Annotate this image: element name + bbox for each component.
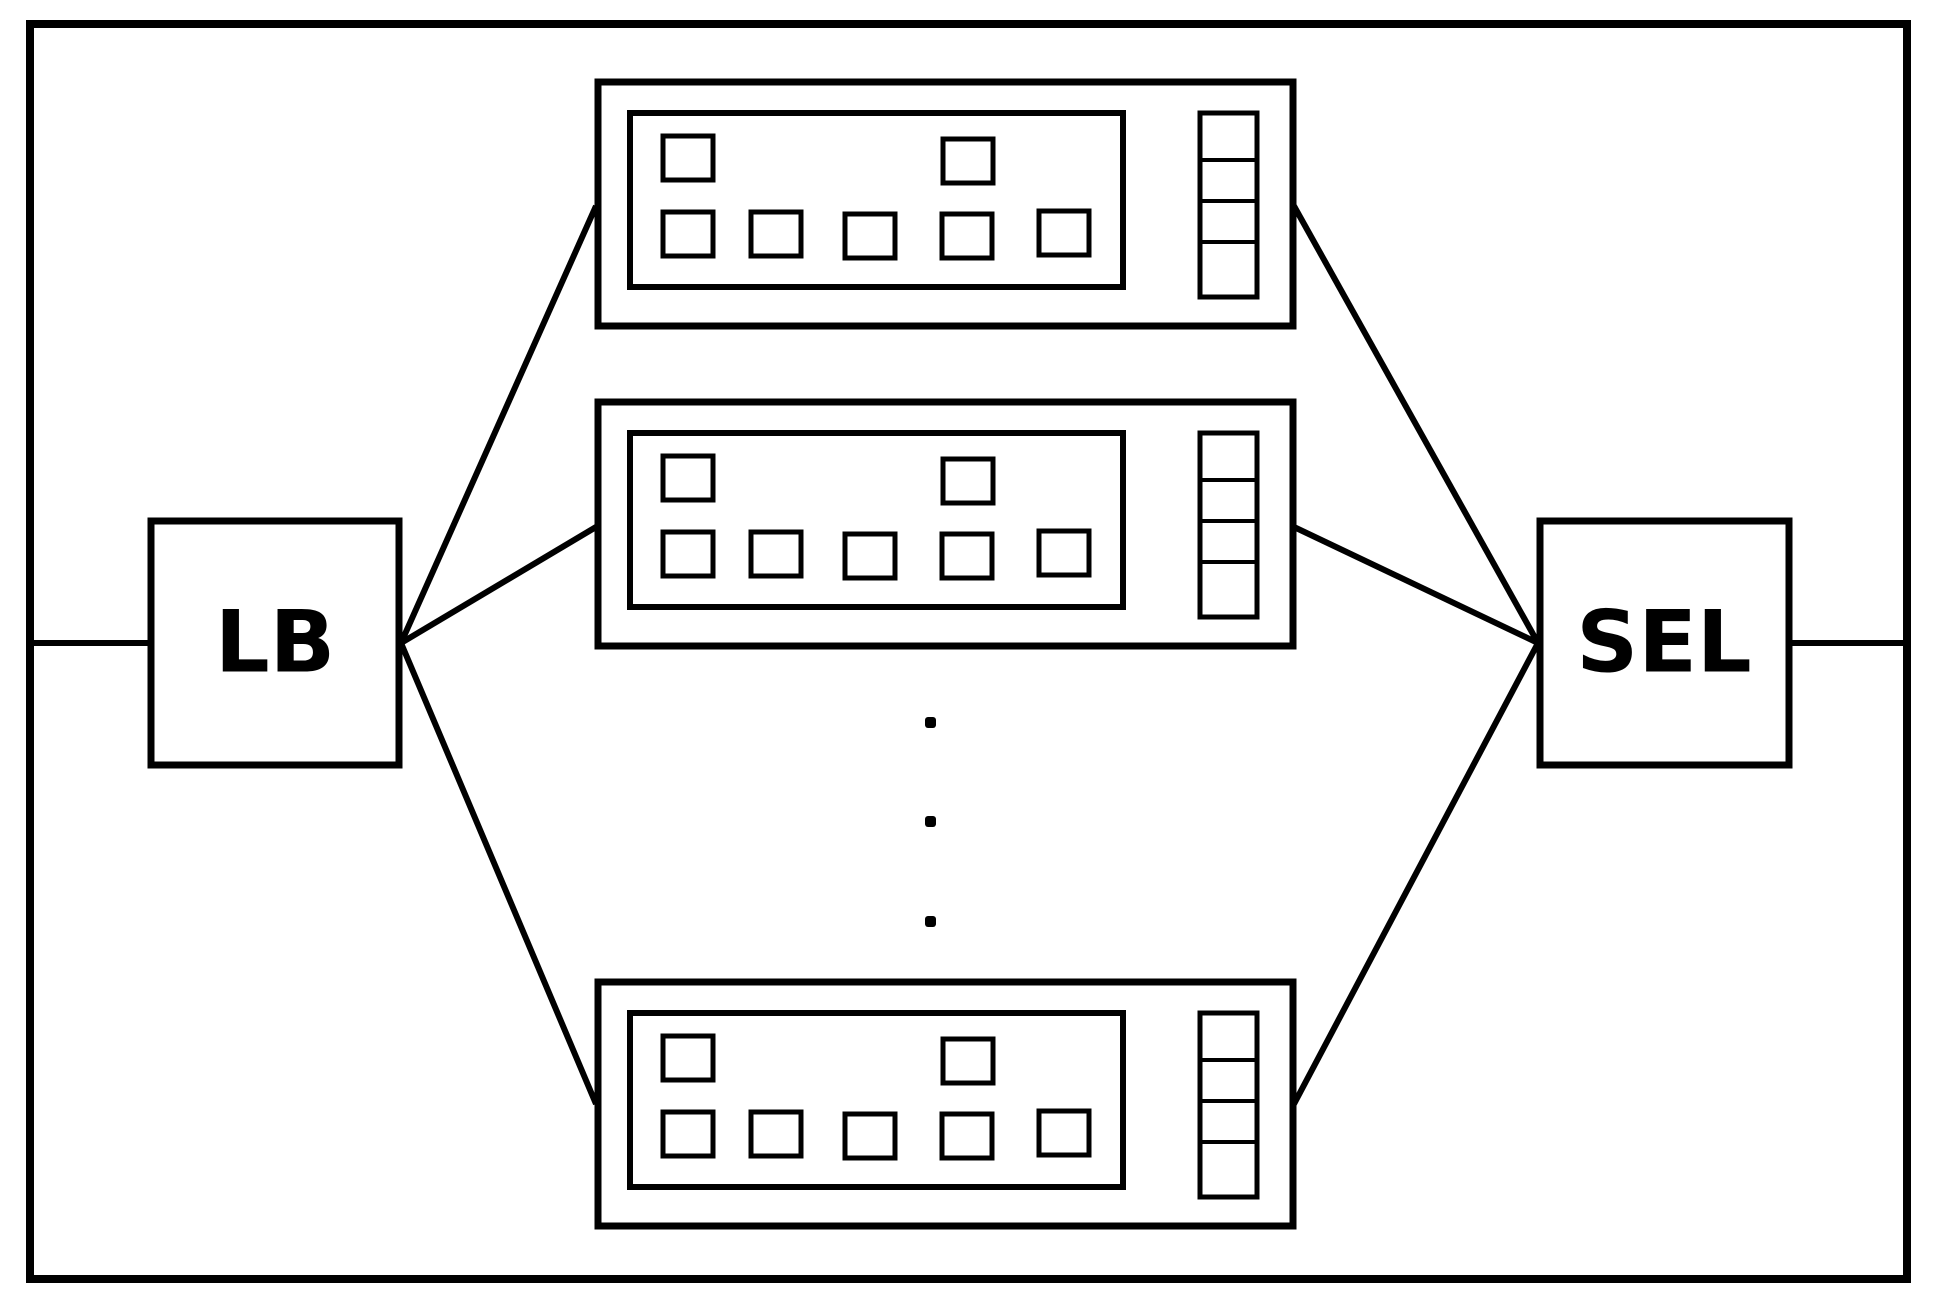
- pipeline-cell: [660, 1109, 716, 1159]
- pipeline-cell: [660, 529, 716, 579]
- pipeline-register: [1197, 110, 1260, 300]
- pipeline-cell: [940, 136, 996, 186]
- connector-lb-bottom: [398, 641, 599, 1106]
- pipeline-cell: [748, 209, 804, 259]
- outer-frame: [26, 20, 1911, 1283]
- pipeline-cell: [940, 456, 996, 506]
- pipeline-inner-box: [627, 1010, 1126, 1190]
- pipeline-cell: [748, 1109, 804, 1159]
- pipeline-cell: [660, 453, 716, 503]
- lb-label: LB: [215, 592, 335, 692]
- pipeline-register: [1197, 1010, 1260, 1200]
- sel-block: SEL: [1536, 517, 1793, 769]
- pipeline-cell: [939, 531, 995, 581]
- pipeline-cell: [660, 133, 716, 183]
- pipeline-inner-box: [627, 430, 1126, 610]
- pipeline-cell: [1036, 1108, 1092, 1158]
- connector-sel-middle: [1292, 524, 1540, 646]
- pipeline-inner-box: [627, 110, 1126, 290]
- pipeline-box: [594, 398, 1297, 650]
- pipeline-bottom: [594, 978, 1297, 1230]
- lb-block: LB: [147, 517, 403, 769]
- pipeline-cell: [660, 209, 716, 259]
- pipelines-group: [594, 78, 1297, 1230]
- pipeline-cell: [842, 531, 898, 581]
- connector-sel-top: [1291, 204, 1541, 645]
- connector-sel-bottom: [1291, 641, 1541, 1106]
- pipeline-top: [594, 78, 1297, 330]
- pipeline-middle: [594, 398, 1297, 650]
- sel-label: SEL: [1576, 592, 1752, 692]
- pipeline-cell: [748, 529, 804, 579]
- pipeline-cell: [939, 1111, 995, 1161]
- pipeline-cell: [1036, 528, 1092, 578]
- connector-lb-top: [398, 204, 599, 645]
- pipeline-register: [1197, 430, 1260, 620]
- pipeline-cell: [660, 1033, 716, 1083]
- vertical-ellipsis: [925, 717, 936, 927]
- pipeline-cell: [940, 1036, 996, 1086]
- pipeline-cell: [1036, 208, 1092, 258]
- ellipsis-dot: [925, 717, 936, 728]
- ellipsis-dot: [925, 816, 936, 827]
- pipeline-box: [594, 978, 1297, 1230]
- pipeline-box: [594, 78, 1297, 330]
- pipeline-cell: [842, 1111, 898, 1161]
- ellipsis-dot: [925, 916, 936, 927]
- pipeline-cell: [842, 211, 898, 261]
- connector-lb-middle: [399, 524, 598, 646]
- pipeline-cell: [939, 211, 995, 261]
